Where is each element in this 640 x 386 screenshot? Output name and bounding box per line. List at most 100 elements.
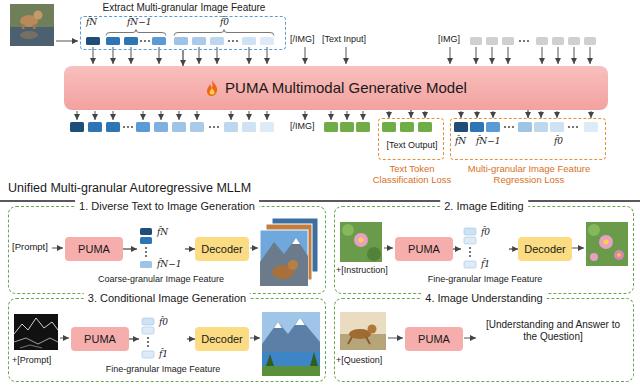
ellipsis-dot bbox=[469, 255, 471, 257]
graphic-part bbox=[292, 238, 300, 244]
graphic-part bbox=[262, 352, 320, 366]
token-block bbox=[568, 37, 580, 45]
input-photo bbox=[10, 4, 54, 46]
feature-extract-box: Extract Multi-granular Image Featuref̂Nf… bbox=[80, 16, 286, 50]
token-block bbox=[190, 122, 204, 132]
answer-label: [Understanding and Answer to the Questio… bbox=[478, 319, 628, 342]
graphic-part bbox=[14, 318, 58, 334]
puma-box: PUMA bbox=[65, 237, 123, 261]
task-panel: 4. Image UnderstandingPUMA bbox=[334, 298, 634, 382]
flow-arrow bbox=[542, 47, 543, 64]
input-label: +[Prompt] bbox=[12, 355, 51, 365]
flow-arrow bbox=[384, 248, 393, 249]
token-block bbox=[324, 122, 338, 132]
flow-arrow bbox=[492, 47, 493, 64]
token-block bbox=[140, 237, 152, 244]
graphic-part bbox=[14, 314, 58, 350]
graphic-part bbox=[10, 27, 54, 46]
loss-label: Multi-granular Image Feature Regression … bbox=[451, 164, 607, 186]
flow-arrow bbox=[363, 111, 364, 120]
token-block bbox=[584, 37, 596, 45]
box-label: PUMA bbox=[408, 243, 440, 256]
feature-symbol: f̂N−1 bbox=[127, 17, 151, 27]
box-label: PUMA bbox=[418, 333, 450, 346]
token-block bbox=[534, 122, 548, 132]
task-panel: 3. Conditional Image GenerationPUMAf̂0f̂… bbox=[8, 298, 326, 382]
graphic-part bbox=[368, 325, 377, 334]
box-label: PUMA bbox=[78, 243, 110, 256]
ellipsis-dot bbox=[123, 126, 125, 128]
graphic-part bbox=[262, 318, 320, 352]
fire-icon bbox=[205, 79, 219, 97]
flow-arrow bbox=[347, 111, 348, 120]
token-block bbox=[400, 122, 414, 132]
panel-title: 4. Image Understanding bbox=[421, 291, 546, 305]
flame-inner bbox=[210, 88, 215, 95]
flow-arrow bbox=[574, 47, 575, 64]
graphic-part bbox=[340, 222, 382, 262]
edit-input-photo bbox=[340, 222, 382, 262]
feature-caption: Fine-granular Image Feature bbox=[83, 364, 243, 374]
graphic-part bbox=[614, 250, 624, 260]
feature-caption: Coarse-granular Image Feature bbox=[81, 274, 241, 284]
ellipsis-dot bbox=[145, 251, 147, 253]
token-label: [/IMG] bbox=[290, 121, 315, 131]
token-block bbox=[260, 37, 274, 45]
flow-arrow bbox=[476, 47, 477, 64]
flow-connector bbox=[509, 248, 518, 249]
token-block bbox=[470, 122, 484, 132]
flow-arrow bbox=[231, 111, 232, 120]
feature-symbol: f̂1 bbox=[159, 349, 168, 359]
flow-arrow bbox=[558, 47, 559, 64]
token-label: [Text Input] bbox=[322, 34, 366, 44]
flow-arrow bbox=[95, 111, 96, 120]
flow-arrow bbox=[249, 111, 250, 120]
flow-arrow bbox=[305, 111, 306, 120]
token-block bbox=[70, 122, 84, 132]
graphic-part bbox=[310, 352, 318, 366]
flow-arrow bbox=[508, 47, 509, 64]
graphic-part bbox=[599, 235, 613, 249]
graphic-part bbox=[359, 238, 364, 243]
token-block bbox=[142, 351, 154, 358]
token-block bbox=[210, 37, 224, 45]
section-caption: Unified Multi-granular Autoregressive ML… bbox=[8, 181, 251, 195]
flow-arrow bbox=[331, 111, 332, 120]
graphic-part bbox=[604, 240, 609, 245]
graphic-part bbox=[366, 337, 370, 344]
feature-symbol: f̂N−1 bbox=[157, 259, 181, 269]
token-block bbox=[518, 122, 532, 132]
token-block bbox=[174, 37, 188, 45]
graphic-part bbox=[14, 338, 58, 344]
token-block bbox=[464, 237, 476, 244]
decoder-box: Decoder bbox=[195, 237, 249, 261]
feature-caption: Fine-granular Image Feature bbox=[405, 274, 565, 284]
flow-arrow bbox=[572, 248, 584, 249]
ellipsis-dot bbox=[127, 126, 129, 128]
flow-connector bbox=[410, 110, 411, 118]
model-box: PUMA Multimodal Generative Model bbox=[64, 66, 608, 110]
decoder-box: Decoder bbox=[518, 237, 572, 261]
feature-stack: f̂0f̂1Fine-granular Image Feature bbox=[139, 317, 187, 361]
token-block bbox=[536, 37, 548, 45]
brace bbox=[106, 30, 166, 36]
graphic-part bbox=[33, 24, 36, 29]
ellipsis-dot bbox=[209, 126, 211, 128]
token-label: [Text Output] bbox=[379, 140, 445, 150]
token-block bbox=[172, 122, 186, 132]
box-label: PUMA bbox=[84, 333, 116, 346]
flow-arrow bbox=[493, 111, 494, 118]
graphic-part bbox=[20, 31, 38, 39]
graphic-part bbox=[348, 337, 352, 344]
puma-box: PUMA bbox=[405, 327, 463, 351]
token-block bbox=[470, 37, 482, 45]
ellipsis-dot bbox=[568, 126, 570, 128]
token-block bbox=[454, 122, 468, 132]
graphic-part bbox=[22, 24, 25, 29]
ellipsis-dot bbox=[469, 247, 471, 249]
flow-arrow bbox=[267, 111, 268, 120]
flow-arrow bbox=[143, 111, 144, 120]
generated-images bbox=[260, 218, 318, 286]
feature-symbol: f̂0 bbox=[481, 227, 490, 237]
